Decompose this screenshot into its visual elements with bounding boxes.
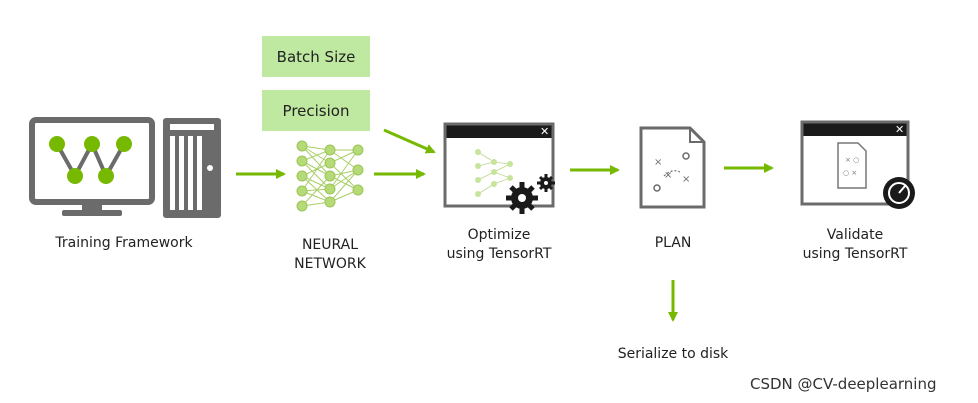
arrow-params-to-optimize xyxy=(383,128,436,154)
validate-label: Validate using TensorRT xyxy=(780,226,930,264)
neural-network-label-line1: NEURAL xyxy=(301,237,359,253)
batch-size-tag: Batch Size xyxy=(262,36,370,77)
validate-label-line1: Validate xyxy=(826,227,884,243)
monitor-icon xyxy=(29,117,155,216)
optimize-label-line1: Optimize xyxy=(467,227,531,243)
watermark: CSDN @CV-deeplearning xyxy=(750,375,937,393)
svg-text:✕: ✕ xyxy=(895,123,904,136)
svg-text:×: × xyxy=(654,157,662,168)
serialize-label: Serialize to disk xyxy=(617,346,729,362)
neural-network-icon xyxy=(296,140,364,212)
svg-text:○ ×: ○ × xyxy=(843,169,857,177)
precision-tag: Precision xyxy=(262,90,370,131)
neural-network-label-line2: NETWORK xyxy=(294,256,366,272)
svg-text:×: × xyxy=(664,170,672,181)
gear-icon xyxy=(506,182,538,214)
optimize-label: Optimize using TensorRT xyxy=(424,226,574,264)
plan-document-icon: × × × xyxy=(639,126,706,209)
validate-window-icon: ✕ × ○ ○ × xyxy=(800,120,910,206)
optimize-label-line2: using TensorRT xyxy=(446,246,552,262)
training-framework-label: Training Framework xyxy=(55,235,193,251)
svg-text:✕: ✕ xyxy=(540,125,549,138)
plan-label: PLAN xyxy=(654,235,692,251)
optimize-window-icon: ✕ xyxy=(443,122,555,208)
server-icon xyxy=(163,118,221,218)
gauge-icon xyxy=(883,177,915,209)
svg-text:×: × xyxy=(682,174,690,185)
svg-text:× ○: × ○ xyxy=(845,156,859,164)
validate-label-line2: using TensorRT xyxy=(802,246,908,262)
small-gear-icon xyxy=(537,174,555,192)
neural-network-label: NEURAL NETWORK xyxy=(270,236,390,274)
